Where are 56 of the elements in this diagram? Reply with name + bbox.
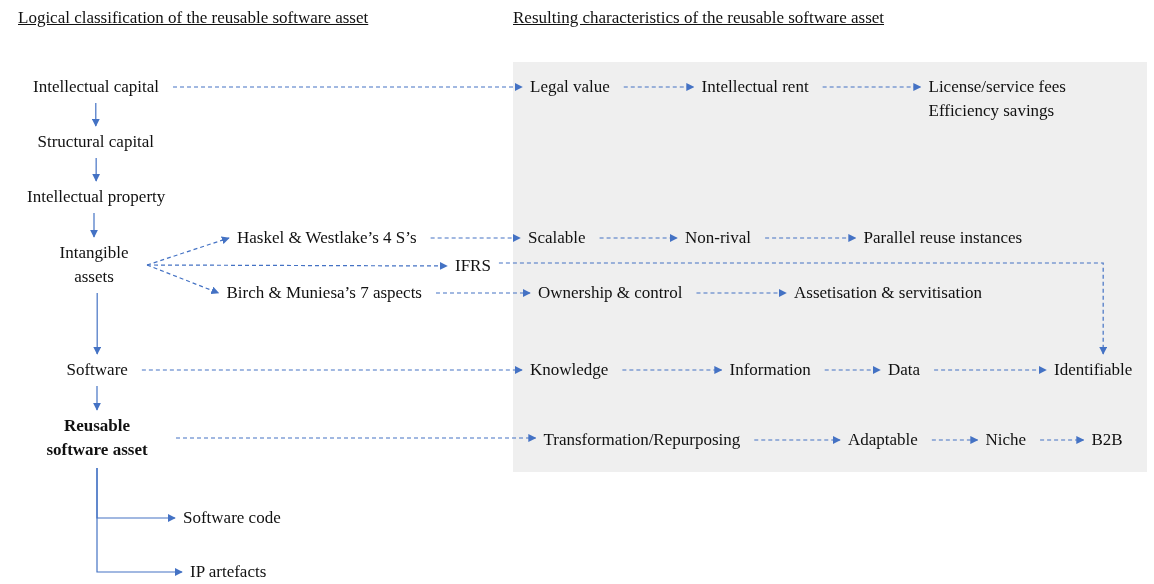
concept-label: Information bbox=[729, 358, 811, 382]
arrow bbox=[933, 366, 1047, 374]
arrow bbox=[623, 83, 695, 91]
concept-label: IP artefacts bbox=[190, 560, 267, 584]
arrow bbox=[435, 289, 531, 297]
arrow bbox=[146, 262, 448, 270]
arrow bbox=[146, 264, 220, 295]
concept-label: Niche bbox=[985, 428, 1027, 452]
arrow bbox=[172, 83, 523, 91]
concept-label: B2B bbox=[1091, 428, 1123, 452]
concept-label: Efficiency savings bbox=[928, 100, 1056, 122]
arrow bbox=[93, 292, 102, 355]
concept-label: Software bbox=[66, 358, 128, 382]
arrow bbox=[92, 157, 101, 182]
concept-label: Software code bbox=[183, 506, 281, 530]
shaded-panel bbox=[513, 62, 1147, 472]
arrow bbox=[91, 102, 100, 127]
arrow bbox=[695, 289, 787, 297]
arrow bbox=[1039, 436, 1085, 444]
concept-label: Adaptable bbox=[848, 428, 918, 452]
arrow bbox=[96, 467, 183, 576]
arrow bbox=[824, 366, 881, 374]
arrow bbox=[599, 234, 678, 242]
concept-label: Intellectual capital bbox=[33, 75, 159, 99]
arrow bbox=[621, 366, 723, 374]
concept-label: Knowledge bbox=[530, 358, 609, 382]
arrow bbox=[141, 366, 523, 374]
concept-label: License/service fees bbox=[928, 76, 1066, 98]
concept-label: Legal value bbox=[530, 75, 610, 99]
concept-label: Parallel reuse instances bbox=[863, 226, 1023, 250]
concept-label: Intellectual property bbox=[27, 185, 166, 209]
arrow bbox=[93, 385, 101, 411]
concept-label: Non-rival bbox=[685, 226, 752, 250]
concept-label: Identifiable bbox=[1054, 358, 1133, 382]
column-heading: Resulting characteristics of the reusable software asset bbox=[513, 8, 885, 28]
concept-label: Data bbox=[888, 358, 921, 382]
concept-label: Reusable software asset bbox=[32, 414, 162, 462]
arrow bbox=[175, 434, 537, 442]
concept-label: Assetisation & servitisation bbox=[794, 281, 982, 305]
concept-label: Birch & Muniesa’s 7 aspects bbox=[226, 281, 422, 305]
concept-label: Structural capital bbox=[37, 130, 155, 154]
arrow bbox=[931, 436, 979, 444]
arrow bbox=[822, 83, 922, 91]
concept-label: Scalable bbox=[528, 226, 586, 250]
column-heading: Logical classification of the reusable software asset bbox=[18, 8, 369, 28]
concept-label: Ownership & control bbox=[538, 281, 683, 305]
concept-label: Intangible assets bbox=[49, 241, 139, 289]
concept-label: IFRS bbox=[455, 254, 491, 278]
concept-label: Transformation/Repurposing bbox=[543, 428, 741, 452]
concept-label: Haskel & Westlake’s 4 S’s bbox=[237, 226, 417, 250]
arrow bbox=[753, 436, 841, 444]
arrow bbox=[90, 212, 98, 238]
arrow bbox=[764, 234, 857, 242]
arrow bbox=[498, 262, 1108, 355]
arrow bbox=[430, 234, 521, 242]
concept-label: Intellectual rent bbox=[701, 75, 809, 99]
